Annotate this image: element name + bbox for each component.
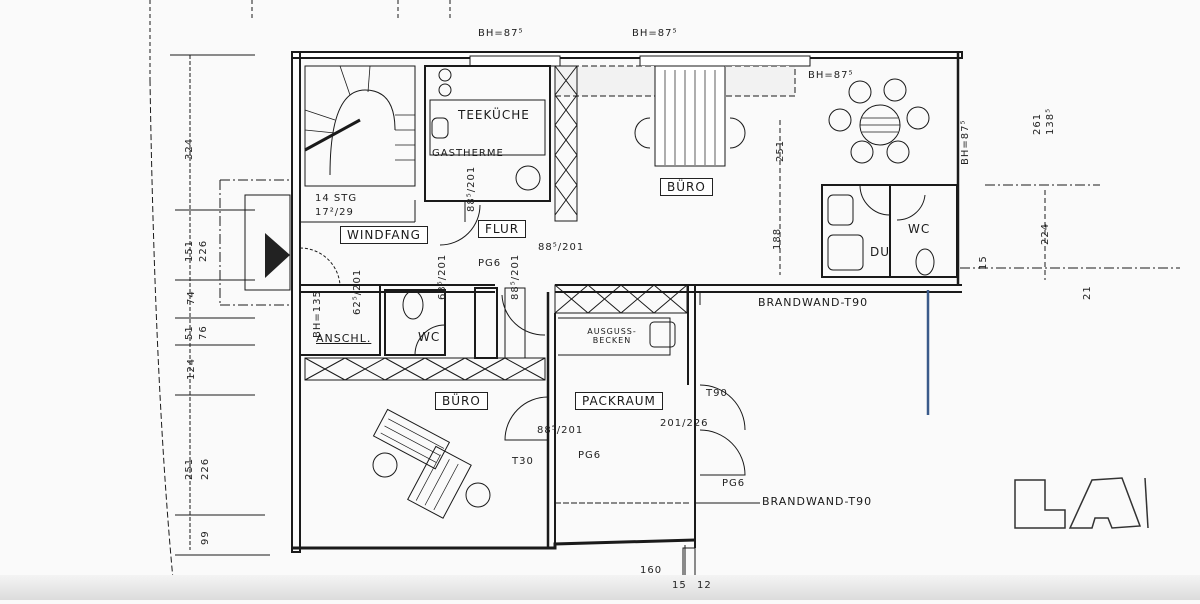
dim-224: 224: [1040, 222, 1051, 245]
room-label-flur: FLUR: [478, 220, 527, 238]
room-label-wc-left: WC: [418, 330, 441, 344]
left-dim-324: 324: [184, 137, 195, 160]
paper-fold-shadow: [0, 575, 1200, 600]
door-dim-packraum: 88⁵/201: [537, 425, 584, 436]
door-dim-windfang: 62⁵/201: [352, 268, 363, 315]
room-label-teekueche: TEEKÜCHE: [458, 108, 530, 122]
bh-label-anschl: BH=135: [312, 290, 323, 338]
bh-label-3: BH=87⁵: [808, 70, 854, 81]
stair-steps: 14 STG: [315, 193, 358, 204]
door-dim-buero-top: 88⁵/201: [538, 242, 585, 253]
dim-15: 15: [978, 255, 989, 270]
room-label-anschl: ANSCHL.: [316, 332, 372, 345]
t90-door-label: T90: [706, 388, 728, 399]
left-dim-226b: 226: [200, 457, 211, 480]
room-label-gastherme: GASTHERME: [432, 148, 504, 159]
bh-label-1: BH=87⁵: [478, 28, 524, 39]
dim-21: 21: [1082, 285, 1093, 300]
packraum-opening-dim: 201/226: [660, 418, 709, 429]
dim-15b: 15: [672, 580, 687, 591]
pg6-label-flur: PG6: [478, 258, 502, 269]
room-label-wc-right: WC: [908, 222, 931, 236]
door-dim-corridor: 88⁵/201: [510, 253, 521, 300]
left-dim-226a: 226: [198, 239, 209, 262]
left-dim-99: 99: [200, 530, 211, 545]
left-dim-51: 51: [184, 325, 195, 340]
door-dim-wc: 63⁵/201: [437, 253, 448, 300]
room-label-buero-bottom: BÜRO: [435, 392, 488, 410]
dim-188: 188: [772, 227, 783, 250]
dim-160: 160: [640, 565, 663, 576]
left-dim-74: 74: [186, 290, 197, 305]
dim-261: 261: [1032, 112, 1043, 135]
dim-12b: 12: [697, 580, 712, 591]
bh-label-4: BH=87⁵: [960, 119, 971, 166]
pg6-label-right: PG6: [722, 478, 746, 489]
room-label-windfang: WINDFANG: [340, 226, 428, 244]
room-label-du: DU: [870, 245, 891, 259]
bh-label-2: BH=87⁵: [632, 28, 678, 39]
brandwand-label-2: BRANDWAND-T90: [762, 495, 873, 508]
left-dim-151: 151: [184, 239, 195, 262]
left-dim-124: 124: [186, 357, 197, 380]
room-label-packraum: PACKRAUM: [575, 392, 663, 410]
room-label-buero-top: BÜRO: [660, 178, 713, 196]
door-dim-flur: 88⁵/201: [466, 165, 477, 212]
t30-door-label: T30: [512, 456, 534, 467]
stair-ratio: 17²/29: [315, 207, 354, 218]
room-label-ausguss: AUSGUSS- BECKEN: [587, 327, 637, 345]
dim-1385: 138⁵: [1045, 107, 1056, 135]
left-dim-76: 76: [198, 325, 209, 340]
dim-251: 251: [775, 139, 786, 162]
left-dim-251: 251: [184, 457, 195, 480]
pg6-label-packraum: PG6: [578, 450, 602, 461]
brandwand-label-1: BRANDWAND-T90: [758, 296, 869, 309]
